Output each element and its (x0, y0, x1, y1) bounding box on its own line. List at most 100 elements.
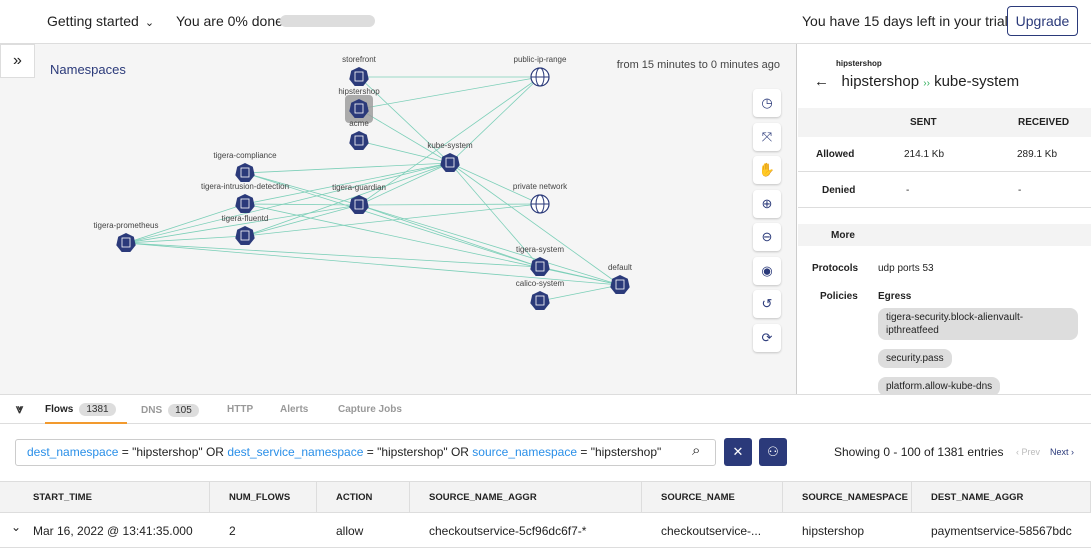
next-button[interactable]: Next › (1050, 447, 1075, 457)
query-value: = "hipstershop" OR (363, 445, 473, 459)
egress-label: Egress (878, 291, 912, 302)
back-arrow-icon[interactable]: ← (814, 73, 829, 90)
graph-node[interactable]: kube-system (427, 141, 473, 172)
graph-node[interactable]: public-ip-range (514, 55, 567, 87)
graph-node[interactable]: calico-system (516, 279, 565, 310)
namespace-icon (530, 257, 550, 276)
tab-capture-jobs[interactable]: Capture Jobs (338, 404, 402, 415)
user-settings-button[interactable]: ⚇ (759, 438, 787, 466)
edge[interactable] (125, 235, 246, 244)
column-header[interactable]: SOURCE_NAME (642, 482, 783, 513)
edge[interactable] (244, 203, 621, 286)
expand-sidebar-button[interactable]: » (0, 44, 35, 78)
clear-query-button[interactable]: ✕ (724, 438, 752, 466)
edge[interactable] (244, 203, 360, 206)
edge[interactable] (358, 76, 541, 110)
graph-node[interactable]: tigera-compliance (213, 151, 277, 182)
graph-node[interactable]: default (608, 263, 633, 294)
column-header[interactable]: NUM_FLOWS (210, 482, 317, 513)
edge[interactable] (244, 162, 451, 237)
policy-pill[interactable]: platform.allow-kube-dns (878, 377, 1001, 394)
eye-button[interactable]: ◉ (753, 256, 781, 285)
edge[interactable] (125, 162, 451, 244)
edge[interactable] (358, 76, 451, 164)
next-label: Next (1050, 447, 1069, 457)
graph-node[interactable]: private network (513, 182, 568, 214)
time-range[interactable]: from 15 minutes to 0 minutes ago (616, 59, 780, 71)
expand-row-icon[interactable]: ⌄ (11, 520, 22, 534)
query-value: = "hipstershop" (577, 445, 662, 459)
edge[interactable] (358, 108, 451, 164)
query-input[interactable]: dest_namespace = "hipstershop" OR dest_s… (15, 439, 716, 466)
graph-node[interactable]: acme (349, 119, 369, 150)
edge[interactable] (358, 76, 541, 206)
refresh-button[interactable]: ⟳ (753, 323, 781, 352)
column-header[interactable]: ACTION (317, 482, 410, 513)
edge[interactable] (539, 284, 621, 302)
edge[interactable] (358, 204, 541, 268)
sent-header: SENT (910, 117, 937, 128)
prev-button[interactable]: ‹ Prev (1016, 447, 1041, 457)
tab-http[interactable]: HTTP (227, 404, 254, 415)
edge[interactable] (449, 162, 541, 268)
edge[interactable] (358, 204, 621, 286)
graph-node[interactable]: tigera-guardian (332, 183, 386, 214)
edge[interactable] (449, 76, 541, 164)
column-header[interactable]: DEST_NAME_AGGR (912, 482, 1091, 513)
column-header[interactable]: START_TIME (0, 482, 210, 513)
edge[interactable] (125, 242, 541, 268)
graph-node[interactable]: tigera-prometheus (94, 221, 159, 252)
graph-node[interactable]: tigera-system (516, 245, 564, 276)
edge[interactable] (125, 203, 246, 244)
graph-node[interactable]: tigera-intrusion-detection (201, 182, 289, 213)
graph-node[interactable]: tigera-fluentd (222, 214, 269, 245)
edge[interactable] (125, 204, 360, 244)
tab-alerts[interactable]: Alerts (280, 404, 309, 415)
edge[interactable] (244, 162, 451, 205)
policy-pill[interactable]: security.pass (878, 349, 952, 368)
undo-button[interactable]: ↺ (753, 290, 781, 318)
policy-pill[interactable]: tigera-security.block-alienvault-ipthrea… (878, 308, 1078, 340)
eye-icon: ◉ (761, 262, 773, 278)
query-key: source_namespace (472, 445, 578, 459)
progress-bar (280, 15, 375, 27)
edge[interactable] (358, 162, 451, 206)
namespace-glyph (354, 103, 364, 114)
edge[interactable] (449, 162, 621, 286)
upgrade-button[interactable]: Upgrade (1007, 6, 1078, 36)
namespace-icon (235, 194, 255, 213)
edge[interactable] (358, 140, 451, 164)
collapse-icon[interactable]: ⩔ (16, 401, 24, 416)
more-label: More (831, 230, 855, 241)
graph-node[interactable]: hipstershop (338, 87, 380, 123)
edge[interactable] (244, 203, 541, 237)
edge[interactable] (244, 172, 360, 206)
fit-button[interactable]: ⤧ (753, 122, 781, 151)
pan-hand-button[interactable]: ✋ (753, 156, 781, 184)
zoom-out-button[interactable]: ⊖ (753, 223, 781, 251)
clock-button[interactable]: ◷ (753, 89, 781, 117)
edge[interactable] (358, 203, 541, 206)
zoom-in-button[interactable]: ⊕ (753, 189, 781, 218)
edge[interactable] (125, 242, 621, 286)
node-label: kube-system (427, 141, 473, 150)
column-header[interactable]: SOURCE_NAMESPACE (783, 482, 912, 513)
table-cell: 2 (229, 524, 236, 538)
column-header[interactable]: SOURCE_NAME_AGGR (410, 482, 642, 513)
edge[interactable] (539, 266, 621, 286)
edge[interactable] (449, 162, 541, 205)
namespace-glyph (240, 198, 250, 209)
user-gear-icon: ⚇ (767, 444, 779, 459)
search-icon[interactable]: ⌕ (690, 442, 701, 459)
getting-started-dropdown[interactable]: Getting started⌄ (47, 13, 154, 29)
denied-row: Denied - - (798, 173, 1091, 208)
graph-node[interactable]: storefront (342, 55, 377, 86)
edge[interactable] (244, 162, 451, 174)
edge[interactable] (244, 204, 360, 237)
